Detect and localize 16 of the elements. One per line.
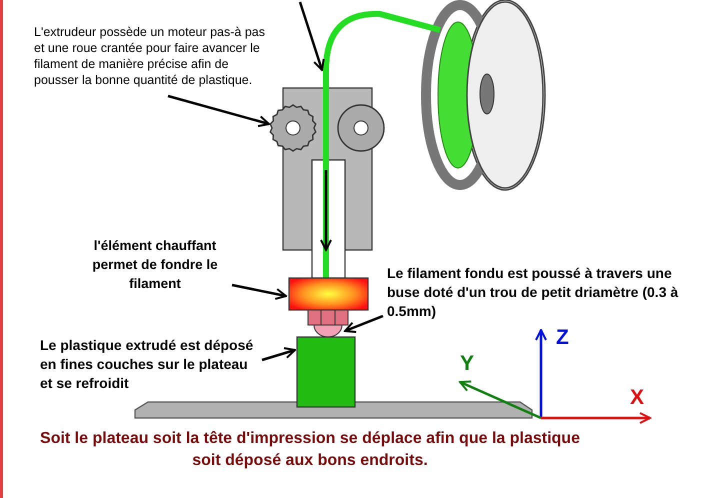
heater-block (288, 277, 369, 311)
axis-label: Y (460, 352, 474, 376)
caption: Soit le plateau soit la tête d'impression se déplace afin que la plastique soit déposé aux bons endroits. (39, 429, 581, 471)
gear-wheel (269, 104, 317, 152)
callout-text: L'extrudeur possède un moteur pas-à pas et une roue crantée pour faire avancer le filament de manière précise afin de pousser la bonne quantité de plastique. (34, 24, 276, 88)
callout-text: Le filament fondu est poussé à travers une buse doté d'un trou de petit driamètre (0.3 à 0.5mm) (387, 264, 679, 321)
printed-part (296, 336, 356, 408)
callout-text: Le plastique extrudé est déposé en fines couches sur le plateau et se refroidit (40, 336, 258, 393)
leader-arrow (168, 94, 270, 128)
leader-arrow (232, 284, 287, 300)
leader-arrow (344, 314, 384, 333)
callout-text: l'élément chauffant permet de fondre le filament (90, 236, 220, 293)
axis-label: X (630, 386, 644, 410)
leader-arrow (262, 347, 296, 362)
nozzle (308, 310, 348, 338)
axis-label: Z (556, 326, 569, 350)
